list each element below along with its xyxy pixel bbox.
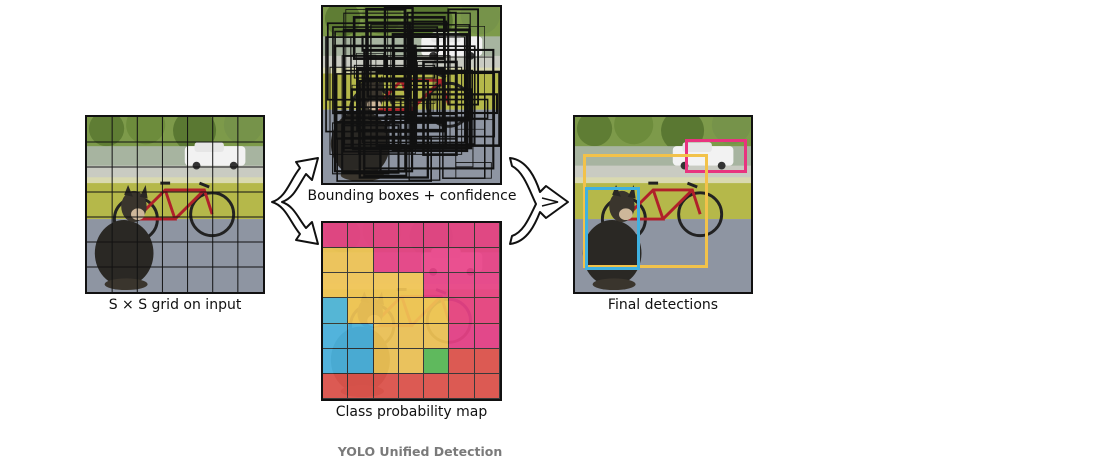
class-cell-car	[449, 223, 475, 249]
class-cell-bicycle	[323, 273, 349, 299]
class-cell-car	[449, 323, 475, 349]
candidate-box	[363, 78, 408, 177]
candidate-box	[379, 143, 407, 173]
candidate-box	[352, 98, 402, 151]
candidate-box	[329, 66, 463, 155]
dog-detection-box	[585, 187, 640, 270]
class-cell-bicycle	[373, 348, 399, 374]
class-cell-dining-table	[474, 373, 500, 399]
class-probability-panel	[321, 221, 502, 401]
class-cell-car	[348, 223, 374, 249]
class-cell-bicycle	[373, 298, 399, 324]
class-cell-dog	[348, 348, 374, 374]
class-cell-bicycle	[398, 298, 425, 324]
candidate-box	[368, 56, 494, 121]
class-cell-bicycle	[323, 248, 349, 274]
class-cell-car	[449, 298, 475, 324]
candidate-box	[333, 44, 417, 124]
candidate-box	[455, 162, 492, 179]
class-cell-car	[449, 248, 475, 274]
candidate-box	[442, 93, 486, 179]
candidate-box	[361, 35, 440, 52]
class-cell-dog	[323, 348, 349, 374]
class-cell-car	[424, 223, 450, 249]
class-cell-car	[398, 248, 425, 274]
bounding-boxes-label: Bounding boxes + confidence	[307, 188, 517, 204]
class-cell-bicycle	[373, 273, 399, 299]
input-grid-label: S × S grid on input	[108, 297, 242, 313]
candidate-box	[408, 84, 441, 181]
class-cell-dining-table	[449, 348, 475, 374]
bounding-boxes-overlay	[325, 7, 500, 182]
final-detections-label: Final detections	[607, 297, 719, 313]
class-cell-bicycle	[398, 348, 425, 374]
class-cell-car	[474, 273, 500, 299]
figure-caption: YOLO Unified Detection	[337, 444, 503, 459]
class-probability-grid	[323, 223, 500, 399]
final-detections-panel	[573, 115, 753, 294]
class-cell-car	[424, 248, 450, 274]
class-probability-label: Class probability map	[335, 404, 488, 420]
candidate-box	[351, 54, 377, 74]
class-cell-bicycle	[398, 273, 425, 299]
input-grid-panel	[85, 115, 265, 294]
class-cell-car	[398, 223, 425, 249]
class-cell-dining-table	[424, 373, 450, 399]
class-cell-bicycle	[348, 273, 374, 299]
class-cell-dog	[323, 323, 349, 349]
class-cell-dining-table	[474, 348, 500, 374]
class-cell-dining-table	[449, 373, 475, 399]
candidate-box	[343, 12, 471, 118]
class-cell-bicycle	[373, 323, 399, 349]
class-cell-car	[474, 298, 500, 324]
class-cell-car	[373, 248, 399, 274]
candidate-box	[370, 24, 471, 149]
class-cell-car	[424, 273, 450, 299]
class-cell-dining-table	[398, 373, 425, 399]
bicycle-detection-box	[583, 154, 708, 268]
class-cell-car	[323, 223, 349, 249]
merge-arrow	[509, 157, 569, 245]
class-cell-bicycle	[424, 323, 450, 349]
class-cell-dog	[348, 323, 374, 349]
class-cell-dining-table	[323, 373, 349, 399]
class-cell-dining-table	[373, 373, 399, 399]
candidate-box	[375, 70, 500, 147]
class-cell-green	[424, 348, 450, 374]
bounding-boxes-panel	[321, 5, 502, 185]
class-cell-car	[474, 223, 500, 249]
split-arrow	[271, 157, 319, 245]
candidate-box	[356, 53, 384, 111]
sxs-grid-overlay	[87, 117, 263, 292]
class-cell-bicycle	[348, 248, 374, 274]
class-cell-car	[373, 223, 399, 249]
candidate-box	[361, 69, 466, 144]
class-cell-car	[474, 323, 500, 349]
class-cell-bicycle	[424, 298, 450, 324]
class-cell-dining-table	[348, 373, 374, 399]
class-cell-dog	[323, 298, 349, 324]
class-cell-bicycle	[398, 323, 425, 349]
class-cell-car	[449, 273, 475, 299]
class-cell-car	[474, 248, 500, 274]
class-cell-bicycle	[348, 298, 374, 324]
candidate-box	[341, 55, 451, 149]
